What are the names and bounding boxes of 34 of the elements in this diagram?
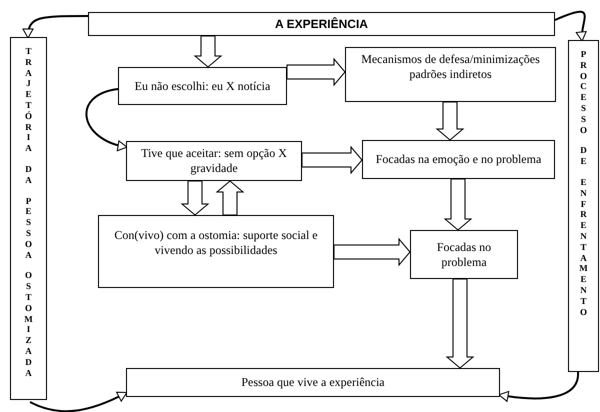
process-box (345, 47, 556, 102)
box-text: Focadas na emoção e no problema (376, 152, 542, 167)
title-box (88, 12, 555, 36)
block-arrow (446, 278, 474, 369)
block-arrow (334, 238, 411, 266)
process-box (126, 141, 302, 181)
process-box (410, 230, 518, 279)
vertical-band (10, 37, 47, 400)
curved-arrow (30, 392, 128, 412)
block-arrow (216, 180, 244, 216)
title: A EXPERIÊNCIA (275, 16, 368, 32)
curved-arrow (22, 15, 88, 38)
block-arrow (302, 146, 363, 174)
box-text: Pessoa que vive a experiência (241, 375, 385, 390)
vertical-band (568, 40, 599, 372)
block-arrow (194, 36, 222, 68)
process-box (362, 140, 555, 179)
curved-arrow (554, 10, 588, 42)
box-text: Tive que aceitar: sem opção X gravidade (140, 146, 288, 176)
process-box (98, 215, 334, 288)
curved-arrow (498, 372, 579, 402)
block-arrow (444, 178, 472, 231)
process-box (118, 67, 287, 105)
box-text: Eu não escolhi: eu X notícia (134, 78, 270, 94)
box-text: Focadas no problema (436, 240, 492, 270)
curved-arrow (86, 88, 128, 151)
box-text: Con(vivo) com a ostomia: suporte social e vivendo as possibilidades (113, 228, 319, 258)
process-box (126, 368, 500, 397)
vertical-label: PROCESSO DE ENFRENTAMENTO (579, 49, 588, 319)
box-text: Mecanismos de defesa/minimizações padrões indiretos (360, 52, 541, 82)
block-arrow (180, 180, 210, 216)
vertical-label: TRAJETÓRIA DA PESSOA OSTOMIZADA (24, 46, 33, 380)
block-arrow (436, 102, 464, 141)
block-arrow (286, 58, 346, 86)
